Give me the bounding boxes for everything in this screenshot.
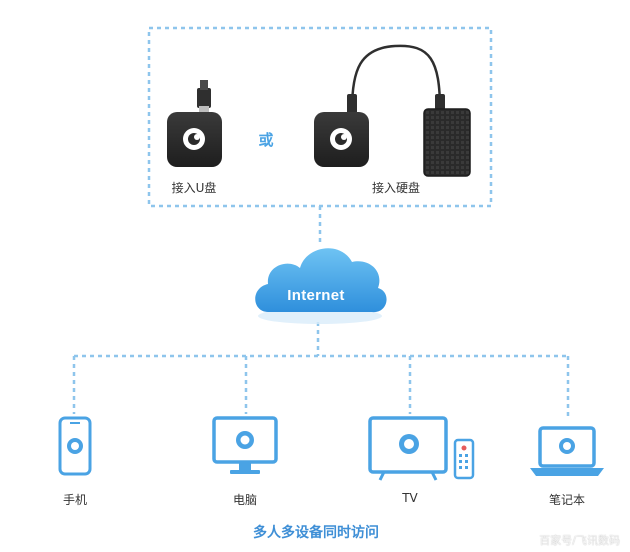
device-box-icon [167,112,222,167]
tv-icon [368,416,448,481]
usb-drive-icon [197,80,211,114]
or-label: 或 [258,131,274,149]
usb-cable-icon [347,44,445,114]
hard-disk-icon [423,108,471,177]
watermark: 百家号/飞讯数码 [539,534,620,547]
internet-cloud-icon [255,248,387,324]
caption: 多人多设备同时访问 [253,525,379,541]
laptop-label: 笔记本 [548,493,586,507]
tv-label: TV [402,491,418,505]
device-box-icon-2 [314,112,369,167]
remote-control-icon [453,438,475,480]
internet-label: Internet [287,287,345,304]
desktop-label: 电脑 [232,493,258,507]
disk-option-label: 接入硬盘 [371,181,421,195]
laptop-icon [530,426,604,476]
desktop-icon [212,416,278,474]
phone-icon [58,416,92,476]
phone-label: 手机 [62,493,88,507]
usb-option-label: 接入U盘 [171,181,217,195]
